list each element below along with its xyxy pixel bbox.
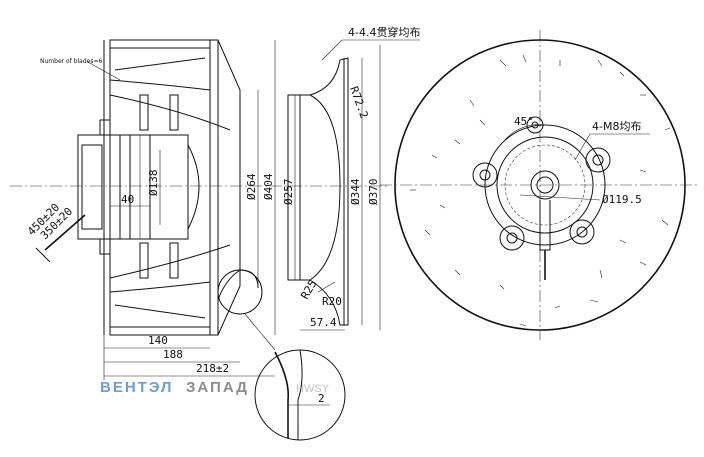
dim-344: Ø344 bbox=[349, 178, 362, 205]
bolt-circle-dim: Ø119.5 bbox=[602, 193, 642, 206]
watermark-part3: HWSY bbox=[296, 383, 330, 395]
dim-404: Ø404 bbox=[262, 173, 275, 200]
dim-188: 188 bbox=[163, 348, 183, 361]
watermark: ВЕНТЭЛ ЗАПАД HWSY bbox=[100, 379, 330, 396]
dim-40: 40 bbox=[121, 193, 134, 206]
watermark-part1: ВЕНТЭЛ bbox=[100, 379, 173, 396]
motor-body bbox=[77, 134, 189, 240]
section-view: 4-4.4贯穿均布 Ø257 Ø344 Ø370 R72.2 R25 R20 5… bbox=[282, 25, 420, 331]
dim-138: Ø138 bbox=[147, 170, 160, 197]
dim-218: 218±2 bbox=[196, 362, 229, 375]
dim-264: Ø264 bbox=[245, 173, 258, 200]
cable bbox=[44, 214, 86, 251]
radius-25: R25 bbox=[298, 278, 319, 302]
dim-370: Ø370 bbox=[367, 179, 380, 206]
dim-257: Ø257 bbox=[282, 179, 295, 206]
angle-45: 45° bbox=[514, 115, 534, 128]
front-view: 45° 4-M8均布 Ø119.5 bbox=[380, 30, 700, 340]
dim-57-4: 57.4 bbox=[310, 316, 337, 329]
inlet-ring bbox=[287, 57, 349, 326]
detail-dim-2: 2 bbox=[318, 392, 325, 405]
detail-marker bbox=[217, 269, 263, 315]
radius-72: R72.2 bbox=[347, 85, 371, 121]
mounting-lugs bbox=[472, 116, 611, 251]
blade-slots bbox=[410, 54, 671, 327]
impeller-outline bbox=[109, 39, 241, 336]
holes-note: 4-4.4贯穿均布 bbox=[348, 25, 420, 39]
radius-20: R20 bbox=[322, 295, 342, 308]
blades-note: Number of blades=6 bbox=[40, 58, 103, 65]
dim-140: 140 bbox=[148, 334, 168, 347]
watermark-part2: ЗАПАД bbox=[186, 379, 249, 396]
m8-note: 4-M8均布 bbox=[592, 120, 641, 133]
